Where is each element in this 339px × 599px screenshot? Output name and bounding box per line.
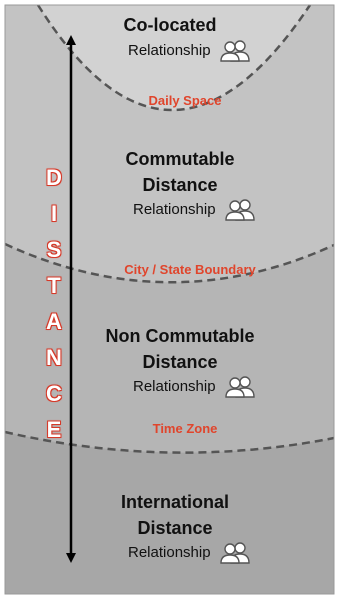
axis-letter: E — [46, 417, 62, 442]
zone-4-subtitle-text: Relationship — [128, 543, 211, 561]
zone-3-heading-line2: Distance — [142, 352, 218, 372]
zone-4-subtitle: Relationship — [128, 542, 253, 564]
frame-border — [4, 4, 335, 595]
boundary-line-city-state — [4, 242, 335, 284]
vertical-axis-label: D I S T A N C E — [42, 166, 66, 442]
axis-letter: S — [46, 237, 62, 262]
zone-2-heading-line1: Commutable — [125, 149, 235, 169]
boundary-label-daily-space: Daily Space — [148, 93, 222, 108]
people-icon — [220, 40, 250, 62]
zone-3-heading-line1: Non Commutable — [105, 326, 255, 346]
boundary-label-time-zone: Time Zone — [152, 421, 218, 436]
axis-letter: C — [46, 381, 62, 406]
zone-1-subtitle: Relationship — [128, 40, 253, 62]
axis-letter: D — [46, 165, 62, 190]
axis-letter: I — [50, 201, 58, 226]
zone-2-subtitle: Relationship — [133, 199, 258, 221]
people-icon — [225, 199, 255, 221]
people-icon — [220, 542, 250, 564]
zone-4-heading-line1: International — [120, 492, 229, 512]
people-icon — [225, 376, 255, 398]
zone-1-fill — [5, 5, 310, 110]
zone-1-subtitle-text: Relationship — [128, 41, 211, 59]
zone-3-subtitle-text: Relationship — [133, 377, 216, 395]
zone-4-heading-line2: Distance — [137, 518, 213, 538]
axis-letter: A — [46, 309, 62, 334]
zone-3-subtitle: Relationship — [133, 376, 258, 398]
zone-1-heading: Co-located — [123, 15, 217, 35]
boundary-line-time-zone — [4, 430, 335, 454]
axis-letter: T — [47, 273, 61, 298]
zone-2-heading-line2: Distance — [142, 175, 218, 195]
zone-2-subtitle-text: Relationship — [133, 200, 216, 218]
boundary-label-city-state: City / State Boundary — [124, 262, 256, 277]
axis-letter: N — [46, 345, 62, 370]
